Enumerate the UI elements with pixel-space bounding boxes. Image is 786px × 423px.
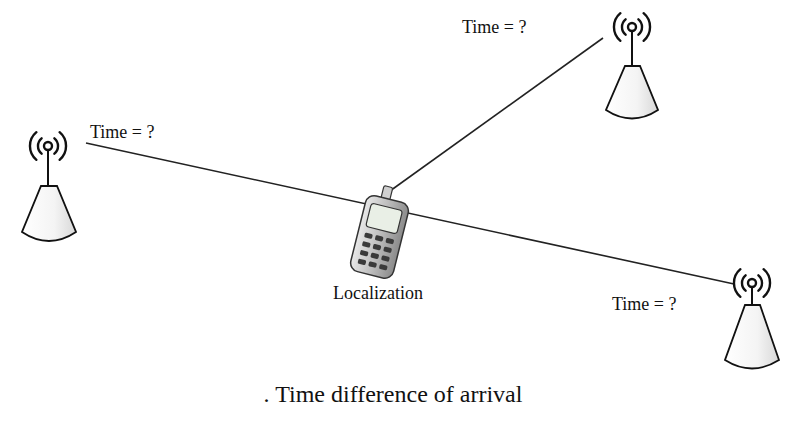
time-label: Time = ?: [90, 122, 155, 142]
figure-caption: . Time difference of arrival: [264, 381, 523, 407]
cell-tower: [22, 132, 76, 241]
device-label-holder: Localization: [333, 283, 423, 304]
figure-caption-holder: . Time difference of arrival: [264, 381, 523, 408]
cell-tower: [606, 13, 658, 118]
time-label: Time = ?: [612, 294, 677, 314]
time-label-holder: Time = ?: [612, 294, 677, 315]
time-label-holder: Time = ?: [90, 122, 155, 143]
time-label-holder: Time = ?: [462, 17, 527, 38]
mobile-phone: [349, 182, 413, 280]
signal-lines: [86, 38, 734, 284]
time-label: Time = ?: [462, 17, 527, 37]
cell-tower: [725, 269, 779, 368]
device-label: Localization: [333, 283, 423, 303]
